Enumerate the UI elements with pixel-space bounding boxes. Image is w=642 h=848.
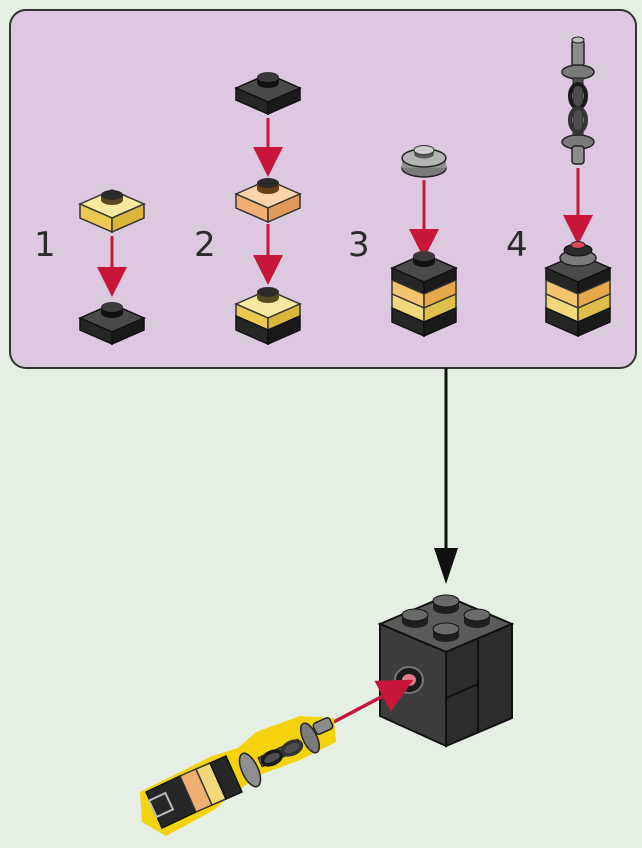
highlighted-subassembly <box>140 716 336 836</box>
step-2-stack-result <box>234 287 302 346</box>
step-number-4: 4 <box>506 225 528 265</box>
step-1-trans-yellow-plate <box>78 189 146 234</box>
step-4-stack-result <box>544 241 612 338</box>
step-number-1: 1 <box>34 225 56 265</box>
attach-arrow <box>329 679 414 726</box>
step-4-chain-element <box>561 36 595 165</box>
step-3-stack-result <box>390 251 458 338</box>
step-2-black-plate <box>234 72 302 116</box>
subassembly-connector-arrowhead <box>434 548 458 584</box>
step-number-3: 3 <box>348 225 370 265</box>
step-2-trans-orange-plate <box>234 178 302 224</box>
step-number-2: 2 <box>194 225 216 265</box>
subassembly-panel <box>9 9 637 369</box>
step-1-black-plate <box>78 302 146 346</box>
step-3-round-plate <box>401 145 447 178</box>
main-2x2-brick <box>377 594 515 748</box>
